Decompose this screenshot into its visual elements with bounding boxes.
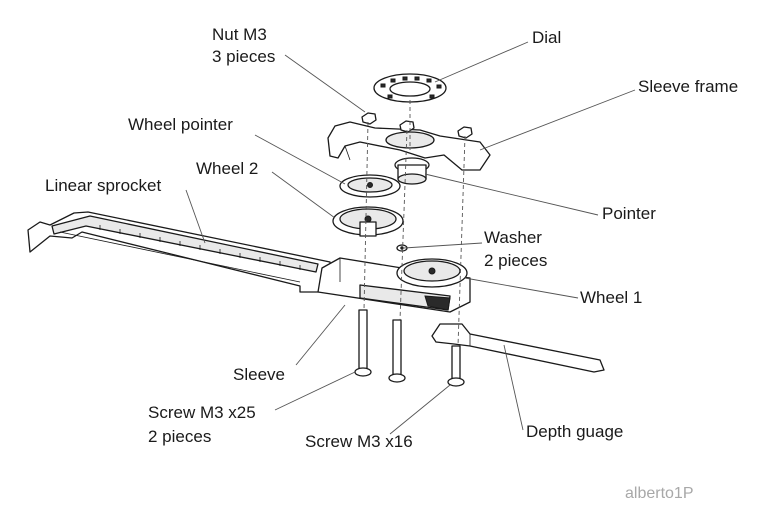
pointer-part xyxy=(394,157,430,185)
leader-lines xyxy=(185,41,636,435)
label-wheel-pointer: Wheel pointer xyxy=(128,115,233,134)
screw-m3x25-left xyxy=(354,309,372,377)
part-labels: Nut M3 3 pieces Dial Sleeve frame Wheel … xyxy=(45,25,738,451)
label-pointer: Pointer xyxy=(602,204,656,223)
assembly-axis-lines xyxy=(363,100,466,347)
label-dial: Dial xyxy=(532,28,561,47)
watermark: alberto1P xyxy=(625,485,694,502)
label-wheel2: Wheel 2 xyxy=(196,159,258,178)
label-nut: Nut M3 xyxy=(212,25,267,44)
screw-m3x16 xyxy=(447,345,465,387)
dial-ticks xyxy=(380,76,442,99)
wheel2-part xyxy=(332,206,404,237)
wheel1-part xyxy=(396,258,468,288)
nuts-part xyxy=(361,112,473,139)
label-sleeve: Sleeve xyxy=(233,365,285,384)
washer-part xyxy=(396,244,408,252)
depth-gauge-part xyxy=(431,323,605,373)
label-nut-qty: 3 pieces xyxy=(212,47,275,66)
screw-m3x25-right xyxy=(388,319,406,383)
label-screw16: Screw M3 x16 xyxy=(305,432,413,451)
label-washer: Washer xyxy=(484,228,542,247)
label-washer-qty: 2 pieces xyxy=(484,251,547,270)
linear-sprocket-part xyxy=(27,211,331,293)
label-depth-gauge: Depth guage xyxy=(526,422,623,441)
sprocket-teeth xyxy=(99,225,301,270)
sleeve-part xyxy=(317,257,471,313)
label-wheel1: Wheel 1 xyxy=(580,288,642,307)
label-sleeve-frame: Sleeve frame xyxy=(638,77,738,96)
wheel-pointer-part xyxy=(339,174,401,198)
label-linear-sprocket: Linear sprocket xyxy=(45,176,162,195)
dial-part xyxy=(373,73,447,103)
label-screw25-qty: 2 pieces xyxy=(148,427,211,446)
label-screw25: Screw M3 x25 xyxy=(148,403,256,422)
